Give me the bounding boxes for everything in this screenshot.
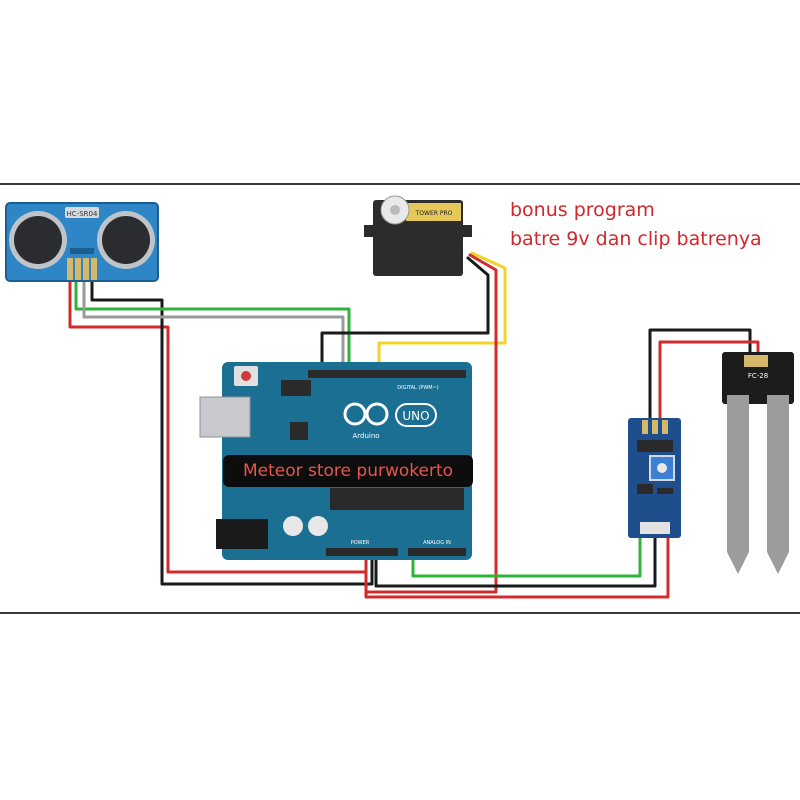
wire-moisture-gnd xyxy=(374,536,657,588)
wire-ultrasonic-vcc xyxy=(68,280,368,574)
wire-servo-gnd xyxy=(320,256,490,378)
bottom-divider xyxy=(0,612,800,614)
wire-ultrasonic-trig xyxy=(74,280,351,378)
wire-servo-vcc xyxy=(364,253,498,594)
wire-ultrasonic-echo xyxy=(82,280,345,378)
moisture-probe: FC-28 xyxy=(722,352,794,574)
ultrasonic-sensor: HC-SR04 xyxy=(5,202,159,282)
arduino-brand-label: Arduino xyxy=(352,432,379,440)
store-watermark: Meteor store purwokerto xyxy=(223,455,473,487)
wire-moisture-ao xyxy=(411,536,642,578)
servo-motor: TOWER PRO xyxy=(364,195,472,276)
arduino-power-label: POWER xyxy=(351,540,370,546)
arduino-model-label: UNO xyxy=(402,409,429,423)
wire-servo-signal xyxy=(377,251,507,378)
arduino-analog-label: ANALOG IN xyxy=(423,540,451,546)
wire-moisture-vcc xyxy=(364,536,670,599)
wire-probe-2 xyxy=(658,340,760,422)
caption-battery-clip: batre 9v dan clip batrenya xyxy=(510,228,762,250)
ultrasonic-model-label: HC-SR04 xyxy=(67,210,98,218)
servo-brand-label: TOWER PRO xyxy=(415,210,453,217)
arduino-digital-label: DIGITAL (PWM~) xyxy=(397,385,439,391)
wire-ultrasonic-gnd xyxy=(90,280,374,586)
wires xyxy=(68,251,760,599)
caption-bonus-program: bonus program xyxy=(510,199,655,221)
moisture-sensor-module xyxy=(628,418,681,538)
probe-model-label: FC-28 xyxy=(748,372,768,380)
top-divider xyxy=(0,183,800,185)
